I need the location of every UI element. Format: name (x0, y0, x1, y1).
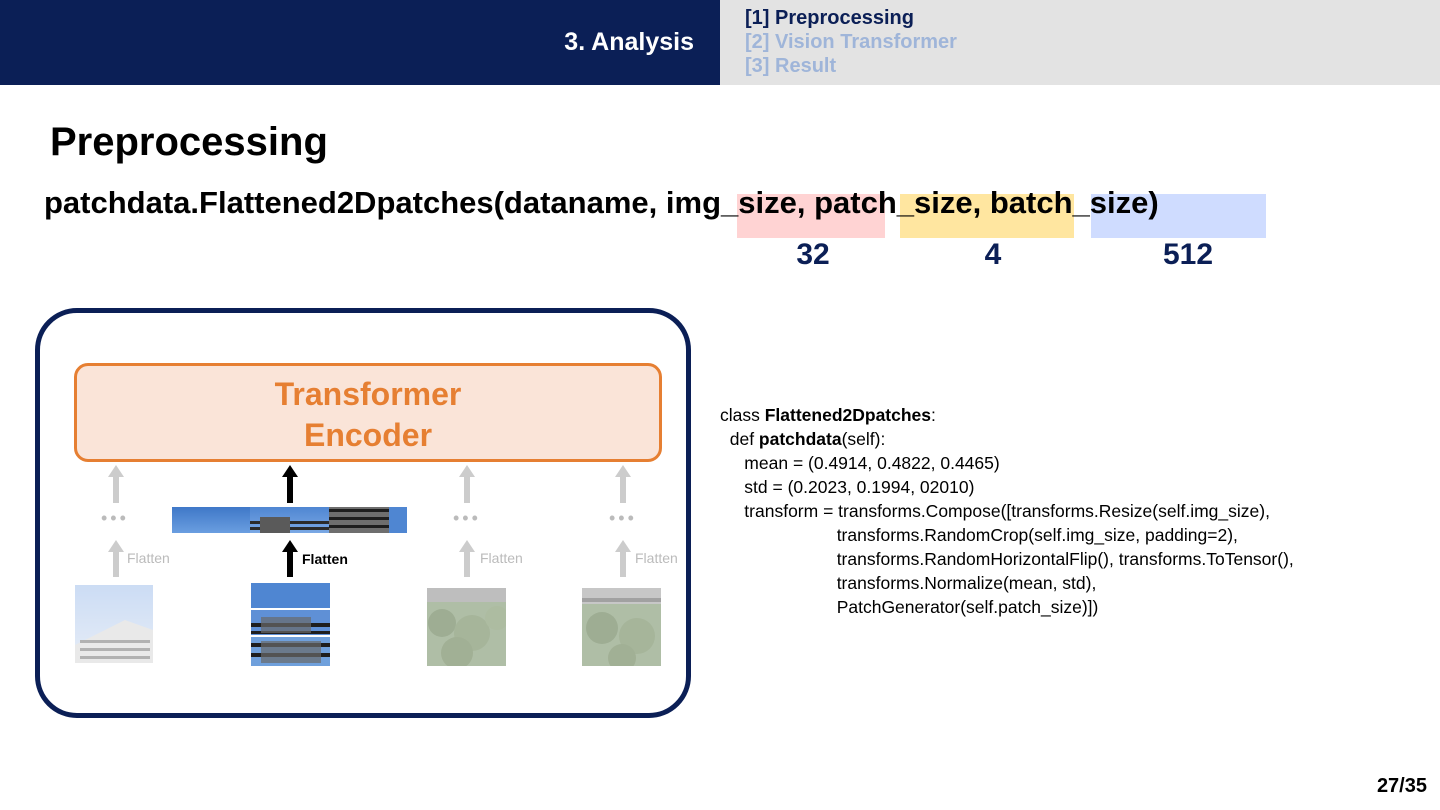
nav-item-preprocessing[interactable]: [1] Preprocessing (745, 7, 914, 29)
up-arrow-icon (108, 540, 124, 577)
patch-tile (328, 507, 407, 533)
signature-suffix: ) (1148, 185, 1159, 220)
up-arrow-icon (282, 465, 298, 503)
img-size-highlight (737, 194, 885, 238)
page-title: Preprocessing (50, 120, 328, 164)
code-method-name: patchdata (758, 429, 842, 449)
code-token: : (931, 405, 936, 425)
flattened-patch-strip (172, 507, 407, 533)
patch-size-value: 4 (984, 238, 1002, 271)
nav-item-vision-transformer[interactable]: [2] Vision Transformer (745, 31, 957, 53)
patch-size-highlight (900, 194, 1074, 238)
signature-sep: , (972, 185, 990, 220)
image-thumbnail (427, 588, 506, 666)
img-size-value: 32 (796, 238, 830, 271)
flatten-label: Flatten (127, 550, 170, 566)
header-bar: 3. Analysis (0, 0, 720, 85)
code-line: std = (0.2023, 0.1994, 02010) (720, 477, 975, 497)
param-patch-size: patch_size (814, 185, 973, 220)
flatten-label: Flatten (302, 551, 348, 567)
patch-tile (172, 507, 251, 533)
section-nav: [1] Preprocessing [2] Vision Transformer… (720, 0, 1440, 85)
transformer-encoder-box: Transformer Encoder (74, 363, 662, 462)
ellipsis-icon: ••• (453, 508, 481, 528)
code-line: transforms.RandomHorizontalFlip(), trans… (720, 549, 1294, 569)
nav-item-result[interactable]: [3] Result (745, 55, 837, 77)
encoder-label-line2: Encoder (303, 417, 433, 453)
batch-size-value: 512 (1162, 238, 1214, 271)
signature-sep: , (796, 185, 815, 220)
up-arrow-icon (615, 465, 631, 503)
image-thumbnail (75, 585, 153, 663)
vit-diagram-frame (35, 308, 691, 718)
code-line: mean = (0.4914, 0.4822, 0.4465) (720, 453, 1000, 473)
function-signature: patchdata.Flattened2Dpatches(dataname, i… (44, 185, 1159, 221)
ellipsis-icon: ••• (609, 508, 637, 528)
flatten-label: Flatten (635, 550, 678, 566)
up-arrow-icon (459, 540, 475, 577)
ellipsis-icon: ••• (101, 508, 129, 528)
code-line: transforms.RandomCrop(self.img_size, pad… (720, 525, 1238, 545)
code-token: (self): (841, 429, 886, 449)
param-img-size: img_size (665, 185, 797, 220)
section-title: 3. Analysis (564, 28, 694, 56)
batch-size-highlight (1091, 194, 1266, 238)
flatten-label: Flatten (480, 550, 523, 566)
image-thumbnail (251, 583, 330, 666)
encoder-label-line1: Transformer (274, 376, 462, 412)
patch-tile (250, 507, 329, 533)
image-thumbnail (582, 588, 661, 666)
code-snippet: class Flattened2Dpatches: def patchdata(… (720, 403, 1294, 619)
up-arrow-icon (615, 540, 631, 577)
up-arrow-icon (459, 465, 475, 503)
up-arrow-icon (282, 540, 298, 577)
signature-prefix: patchdata.Flattened2Dpatches(dataname, (44, 185, 666, 220)
code-class-name: Flattened2Dpatches (764, 405, 932, 425)
code-line: transforms.Normalize(mean, std), (720, 573, 1097, 593)
page-number: 27/35 (1376, 775, 1427, 797)
code-line: PatchGenerator(self.patch_size)]) (720, 597, 1099, 617)
up-arrow-icon (108, 465, 124, 503)
code-token: def (720, 429, 759, 449)
code-line: transform = transforms.Compose([transfor… (720, 501, 1270, 521)
param-batch-size: batch_size (989, 185, 1149, 220)
code-token: class (720, 405, 765, 425)
